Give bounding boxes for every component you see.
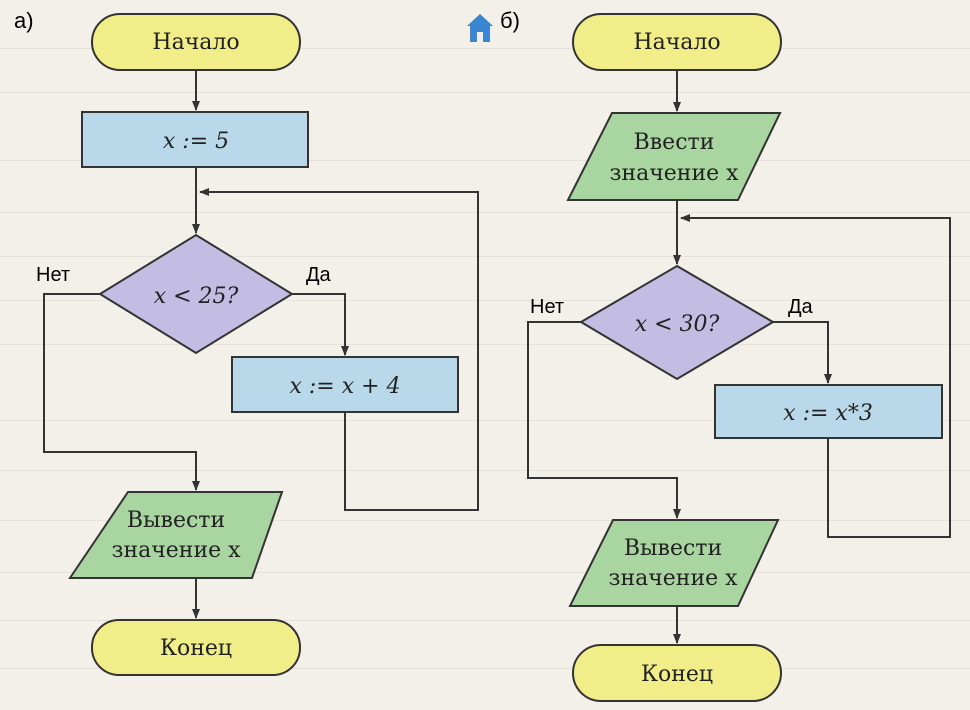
end-text-b: Конец	[641, 662, 713, 687]
condition-text-b: x < 30?	[635, 312, 720, 337]
flowchart-a: а) Начало x := 5 x < 25? Нет Да x := x +…	[14, 8, 479, 676]
arrow-no-a	[43, 293, 200, 491]
arrow-no-b	[527, 321, 681, 519]
flowchart-a-label: а)	[14, 8, 34, 33]
output-line2-a: значение x	[111, 538, 241, 563]
loop-back-line-b	[680, 214, 951, 538]
flowchart-b: б) Начало Ввести значение x x < 30? Нет …	[500, 8, 951, 702]
arrow-yes-b	[773, 321, 832, 384]
end-terminal-b	[572, 644, 782, 702]
no-label-a: Нет	[36, 264, 70, 286]
home-icon[interactable]	[467, 14, 493, 42]
assign-loop-text-b: x := x*3	[783, 401, 873, 426]
condition-text-a: x < 25?	[154, 284, 239, 309]
loop-back-line-a	[199, 188, 479, 511]
end-text-a: Конец	[160, 636, 232, 661]
output-line1-b: Вывести	[624, 536, 722, 561]
input-line2-b: значение x	[609, 161, 739, 186]
input-line1-b: Ввести	[634, 130, 715, 155]
arrow-yes-a	[292, 293, 349, 356]
assign-loop-text-a: x := x + 4	[289, 374, 400, 399]
assign-loop-box-a	[231, 356, 459, 413]
condition-diamond-b	[579, 264, 775, 381]
input-parallelogram-b	[566, 112, 782, 201]
start-text-b: Начало	[633, 30, 720, 55]
end-terminal-a	[91, 619, 301, 676]
assign-init-text-a: x := 5	[163, 129, 229, 154]
output-line1-a: Вывести	[127, 508, 225, 533]
flowchart-b-label: б)	[500, 8, 520, 33]
yes-label-b: Да	[788, 296, 814, 318]
no-label-b: Нет	[530, 296, 564, 318]
output-parallelogram-b	[568, 519, 780, 607]
yes-label-a: Да	[306, 264, 332, 286]
condition-diamond-a	[98, 233, 294, 355]
assign-loop-box-b	[714, 384, 943, 439]
start-text-a: Начало	[152, 30, 239, 55]
output-parallelogram-a	[68, 491, 284, 579]
output-line2-b: значение x	[608, 566, 738, 591]
